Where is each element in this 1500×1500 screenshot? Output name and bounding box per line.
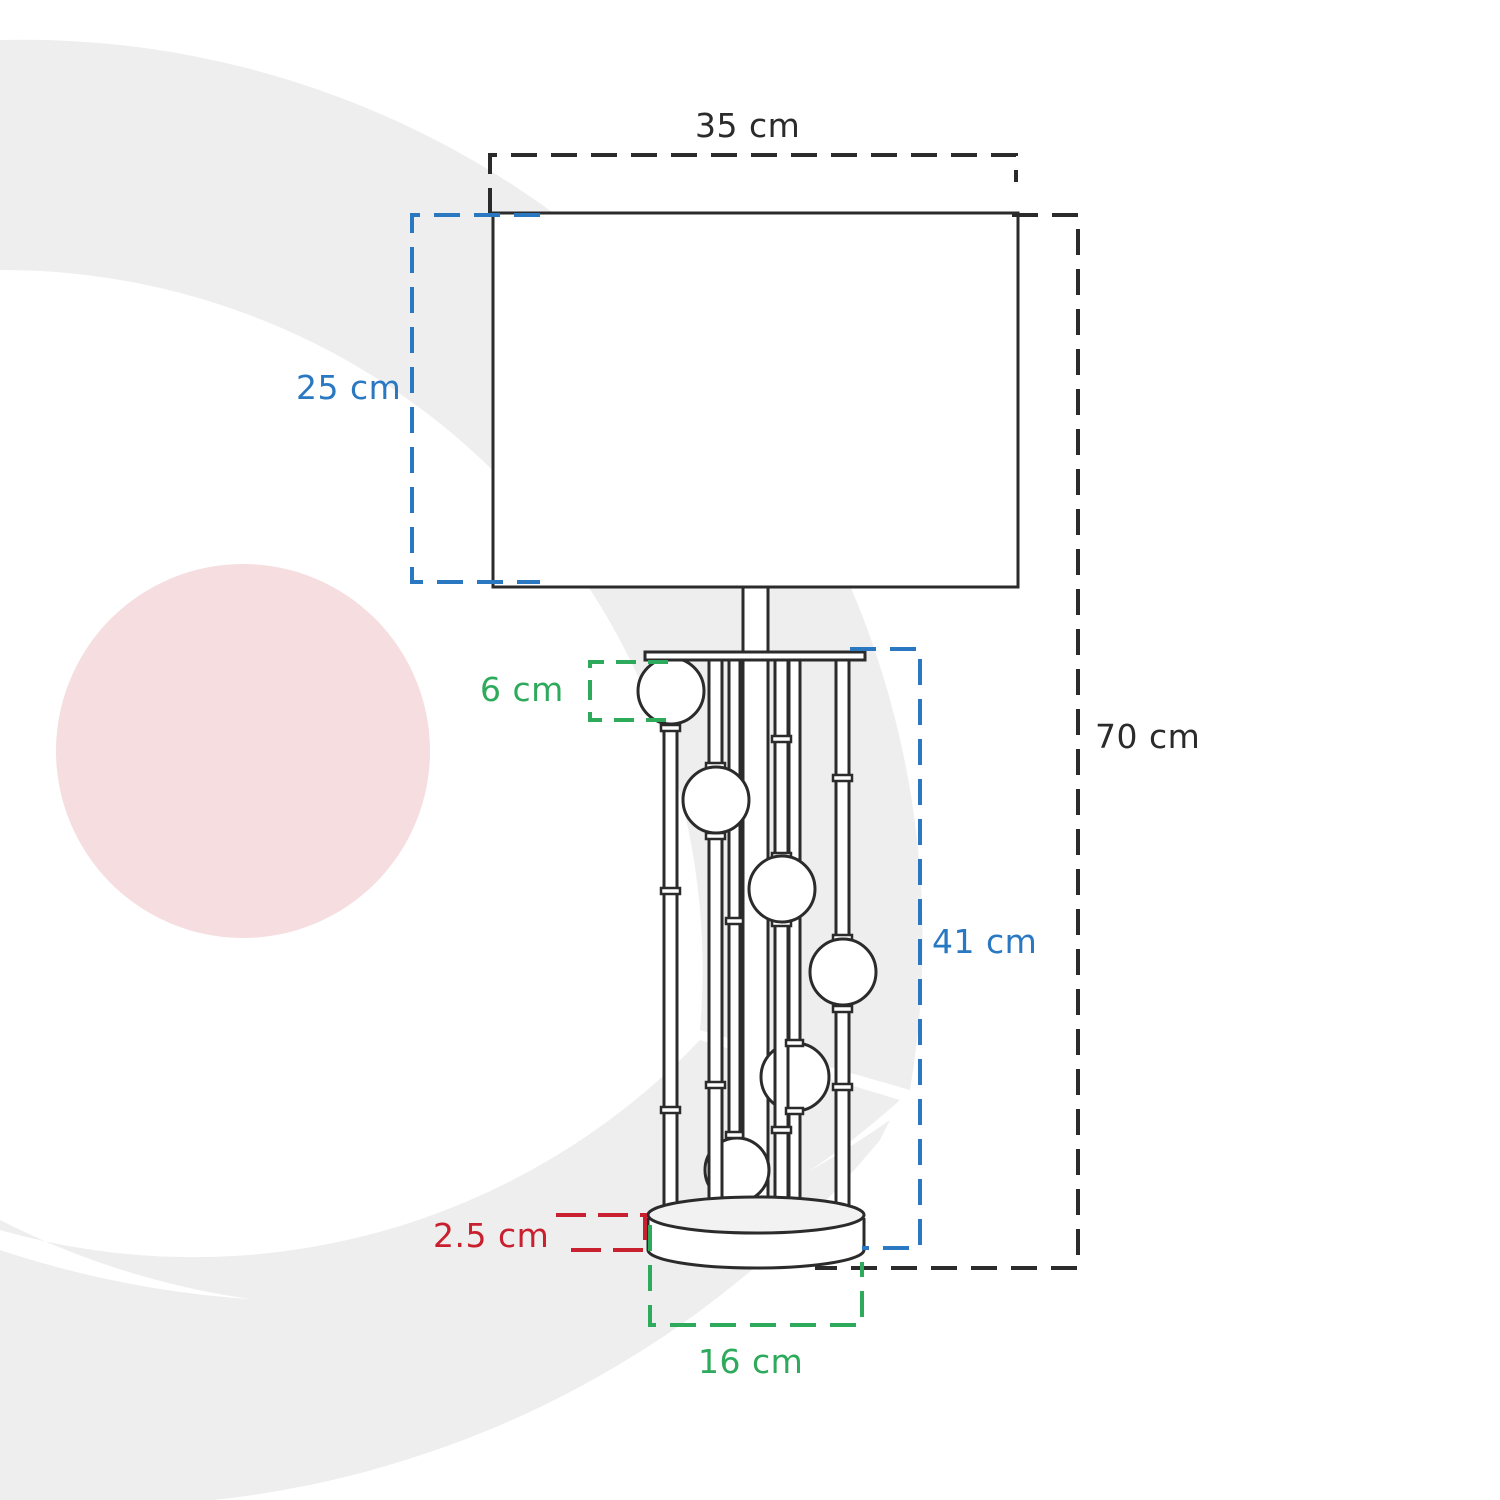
dimension-line-shade (410, 213, 540, 584)
background-dot (56, 564, 430, 938)
sphere (636, 656, 706, 726)
rod (662, 658, 679, 1214)
dimension-line-sphere (588, 660, 668, 722)
lamp-stem (741, 585, 770, 657)
lamp-base (646, 1195, 866, 1270)
label-base-height: 2.5 cm (433, 1216, 550, 1255)
center-column (741, 656, 770, 1215)
label-sphere-diameter: 6 cm (480, 670, 564, 709)
sphere (747, 854, 817, 924)
label-body-height: 41 cm (932, 922, 1038, 961)
sphere (681, 765, 751, 835)
lamp-shade (491, 211, 1020, 589)
top-plate (643, 650, 867, 662)
rod (773, 658, 790, 1222)
lamp-body (636, 650, 878, 1225)
label-shade-height: 25 cm (296, 368, 402, 407)
dimension-line-width (488, 153, 1018, 214)
background-arc (0, 39, 923, 1090)
dimension-line-base-height (556, 1213, 647, 1252)
background-arc-bottom (0, 1120, 890, 1500)
sphere (808, 937, 878, 1007)
dimension-line-height (815, 213, 1080, 1270)
dimension-line-body (850, 647, 922, 1250)
rod (727, 658, 742, 1162)
sphere (759, 1041, 831, 1113)
rod (707, 658, 724, 1225)
dimension-line-base (648, 1225, 864, 1327)
label-overall-width: 35 cm (695, 106, 801, 145)
label-base-diameter: 16 cm (698, 1342, 804, 1381)
rod-joints (659, 723, 854, 1140)
label-overall-height: 70 cm (1095, 717, 1201, 756)
